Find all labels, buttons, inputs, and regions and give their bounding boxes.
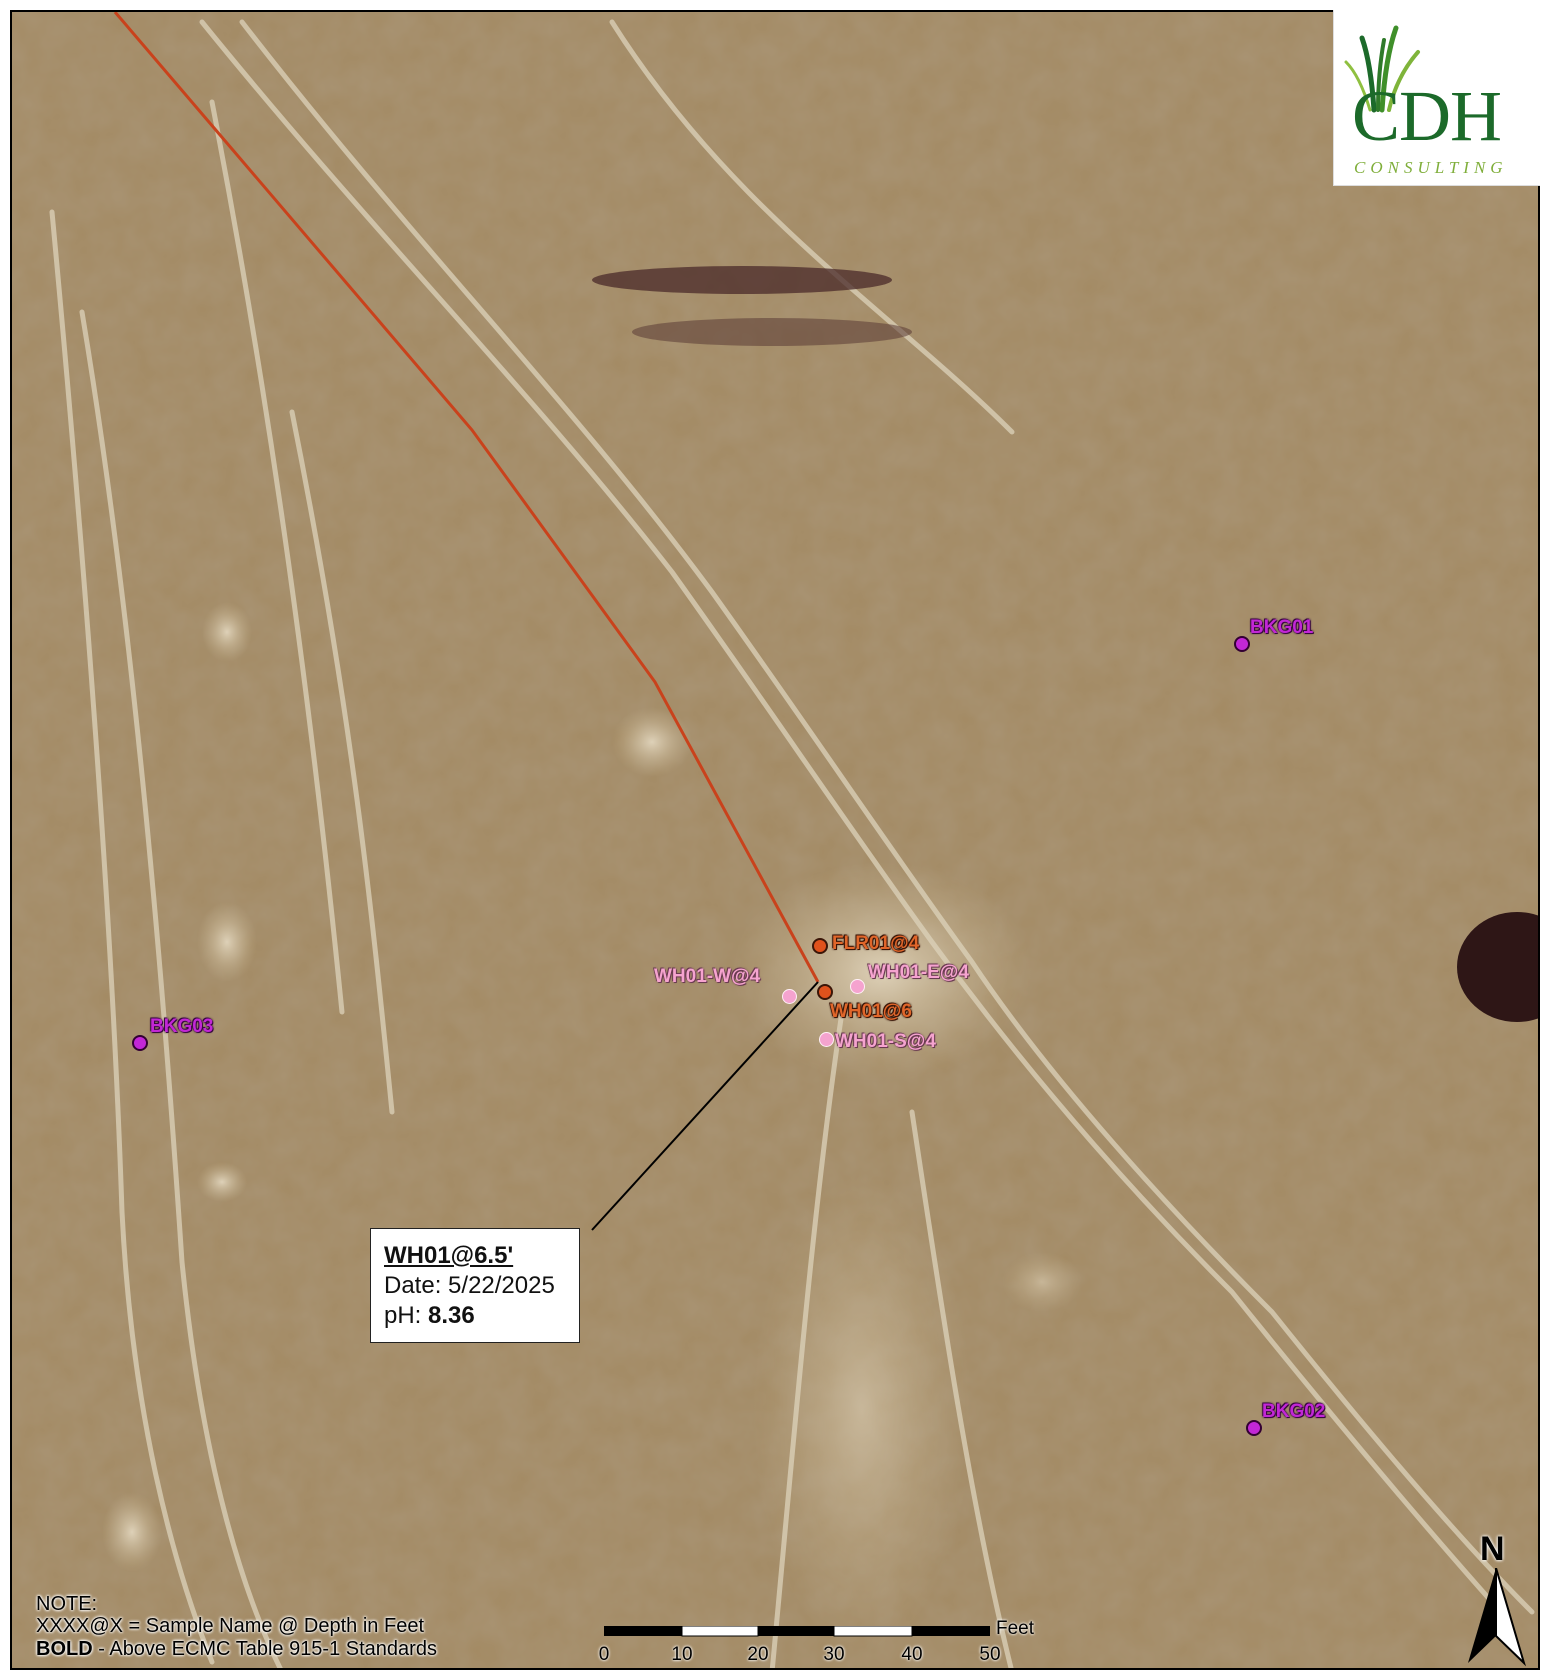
sample-label-bkg01: BKG01 <box>1250 617 1314 638</box>
sample-label-wh01-s: WH01-S@4 <box>835 1031 936 1052</box>
sample-label-bkg03: BKG03 <box>150 1016 214 1037</box>
callout-leader <box>591 981 819 1231</box>
sample-point-flr01[interactable] <box>812 938 828 954</box>
scale-tick-label: 20 <box>747 1644 769 1665</box>
sample-point-wh01-w[interactable] <box>782 989 797 1004</box>
sample-point-wh01-s[interactable] <box>819 1032 834 1047</box>
scale-tick-label: 40 <box>901 1644 923 1665</box>
callout-date-row: Date: 5/22/2025 <box>384 1271 566 1301</box>
sample-point-wh01[interactable] <box>817 984 833 1000</box>
sample-label-wh01-e: WH01-E@4 <box>868 962 969 983</box>
scale-bar: Feet 0 10 20 30 40 50 <box>598 1618 1034 1672</box>
sample-label-wh01-w: WH01-W@4 <box>654 966 761 987</box>
north-arrow-icon <box>1468 1568 1527 1667</box>
flowline <box>113 12 820 983</box>
map-note: NOTE: XXXX@X = Sample Name @ Depth in Fe… <box>36 1593 437 1660</box>
scale-tick-label: 10 <box>671 1644 693 1665</box>
sample-point-bkg01[interactable] <box>1234 636 1250 652</box>
map-frame: BKG01 BKG02 BKG03 FLR01@4 WH01@6 WH01-W@… <box>10 10 1540 1670</box>
logo-letters: CDH <box>1352 76 1502 156</box>
note-line-2-text: - Above ECMC Table 915-1 Standards <box>98 1637 437 1660</box>
sample-label-wh01: WH01@6 <box>830 1001 912 1022</box>
note-heading: NOTE: <box>36 1593 98 1615</box>
sample-callout-box: WH01@6.5' Date: 5/22/2025 pH: 8.36 <box>370 1228 580 1343</box>
note-bold-keyword: BOLD <box>36 1637 93 1660</box>
callout-date-label: Date: <box>384 1272 442 1299</box>
note-line-1: XXXX@X = Sample Name @ Depth in Feet <box>36 1615 424 1638</box>
scale-bar-graphic <box>604 1626 990 1637</box>
callout-date-value: 5/22/2025 <box>448 1272 555 1299</box>
sample-label-bkg02: BKG02 <box>1262 1401 1326 1422</box>
north-arrow: N <box>1460 1530 1530 1667</box>
logo-subtitle: CONSULTING <box>1354 158 1508 177</box>
callout-ph-label: pH: <box>384 1302 422 1329</box>
note-line-2: BOLD - Above ECMC Table 915-1 Standards <box>36 1638 437 1660</box>
scale-tick-label: 0 <box>598 1644 610 1665</box>
scale-unit-label: Feet <box>996 1618 1035 1639</box>
north-letter: N <box>1480 1530 1505 1568</box>
callout-ph-row: pH: 8.36 <box>384 1301 566 1331</box>
sample-point-bkg03[interactable] <box>132 1035 148 1051</box>
sample-label-flr01: FLR01@4 <box>832 933 920 954</box>
grass-icon <box>1344 25 1420 113</box>
scale-tick-label: 50 <box>979 1644 1001 1665</box>
callout-title: WH01@6.5' <box>384 1242 514 1269</box>
sample-point-wh01-e[interactable] <box>850 979 865 994</box>
aerial-imagery <box>12 12 1538 1668</box>
sample-point-bkg02[interactable] <box>1246 1420 1262 1436</box>
callout-ph-value: 8.36 <box>428 1302 475 1329</box>
scale-tick-label: 30 <box>823 1644 845 1665</box>
company-logo: CDH CONSULTING <box>1333 10 1540 186</box>
